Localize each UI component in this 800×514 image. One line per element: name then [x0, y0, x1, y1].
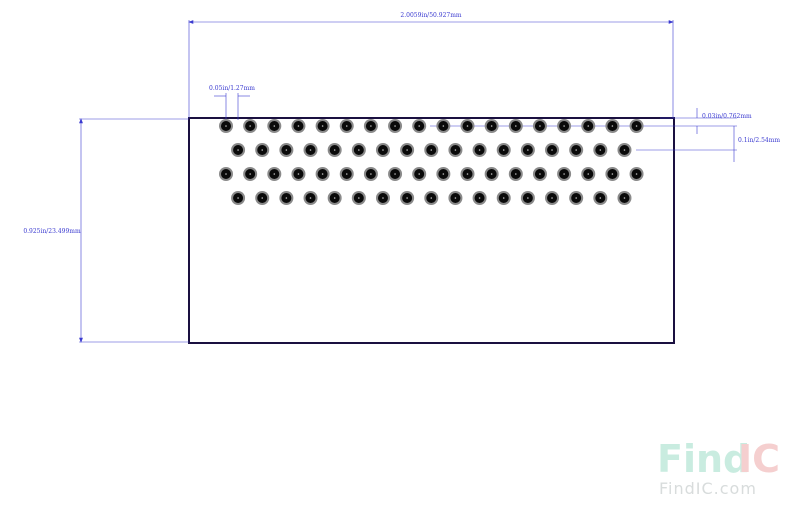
pad	[557, 119, 572, 133]
pad	[448, 191, 463, 205]
pad	[219, 167, 233, 181]
pad	[593, 191, 608, 205]
pad	[472, 191, 487, 205]
pad	[545, 191, 560, 205]
pad-array	[219, 119, 644, 205]
logo-text-ic: IC	[738, 437, 780, 481]
height-dimension	[79, 118, 189, 343]
pad	[412, 167, 427, 181]
pad	[424, 143, 439, 157]
pad	[508, 119, 523, 133]
pad	[520, 191, 535, 205]
row-spacing-label: 0.1in/2.54mm	[738, 137, 780, 144]
pad	[436, 167, 451, 181]
width-label: 2.0059in/50.927mm	[400, 12, 461, 19]
pitch-dimension	[214, 93, 250, 120]
pad	[605, 167, 620, 181]
pad	[219, 119, 233, 133]
pad	[375, 191, 390, 205]
pad	[267, 167, 282, 181]
pad	[545, 143, 560, 157]
pad	[303, 191, 318, 205]
pad	[617, 191, 632, 205]
width-dimension	[188, 20, 674, 118]
component-outline	[188, 117, 675, 344]
findic-logo: Find IC FindIC.com	[657, 437, 780, 498]
pad	[496, 191, 511, 205]
pad	[581, 167, 596, 181]
pad	[400, 143, 415, 157]
pad	[436, 119, 451, 133]
pad	[520, 143, 535, 157]
pad	[629, 167, 644, 181]
pad	[339, 167, 354, 181]
pad	[581, 119, 596, 133]
pad	[484, 119, 499, 133]
pad	[279, 143, 294, 157]
height-label: 0.925in/23.499mm	[23, 228, 81, 235]
pitch-label: 0.05in/1.27mm	[209, 85, 255, 92]
pad	[315, 119, 330, 133]
pad	[267, 119, 282, 133]
pad	[424, 191, 439, 205]
pad	[617, 143, 632, 157]
pad	[363, 119, 378, 133]
pad	[508, 167, 523, 181]
pad	[412, 119, 427, 133]
pad	[351, 143, 366, 157]
pad	[557, 167, 572, 181]
pad	[291, 119, 306, 133]
pad	[339, 119, 354, 133]
pad-edge-label: 0.03in/0.762mm	[702, 113, 752, 120]
pad	[327, 191, 342, 205]
pad	[388, 119, 403, 133]
pad	[400, 191, 415, 205]
pad	[363, 167, 378, 181]
pad	[605, 119, 620, 133]
row-spacing-dimension	[636, 126, 737, 162]
pad	[231, 191, 246, 205]
pad	[291, 167, 306, 181]
pad	[388, 167, 403, 181]
logo-text-find: Find	[657, 437, 750, 481]
pad	[460, 119, 475, 133]
pad	[243, 119, 258, 133]
pad	[375, 143, 390, 157]
pad	[327, 143, 342, 157]
pad	[472, 143, 487, 157]
pad	[484, 167, 499, 181]
pad	[303, 143, 318, 157]
pad	[279, 191, 294, 205]
pad	[351, 191, 366, 205]
pad	[315, 167, 330, 181]
pad	[231, 143, 246, 157]
pad	[593, 143, 608, 157]
pad	[532, 119, 547, 133]
pad	[569, 143, 584, 157]
pad	[243, 167, 258, 181]
pad	[448, 143, 463, 157]
pad	[460, 167, 475, 181]
pad	[255, 143, 270, 157]
pad	[255, 191, 270, 205]
pad	[532, 167, 547, 181]
pad	[629, 119, 644, 133]
logo-url: FindIC.com	[659, 479, 757, 498]
pad	[496, 143, 511, 157]
pad	[569, 191, 584, 205]
